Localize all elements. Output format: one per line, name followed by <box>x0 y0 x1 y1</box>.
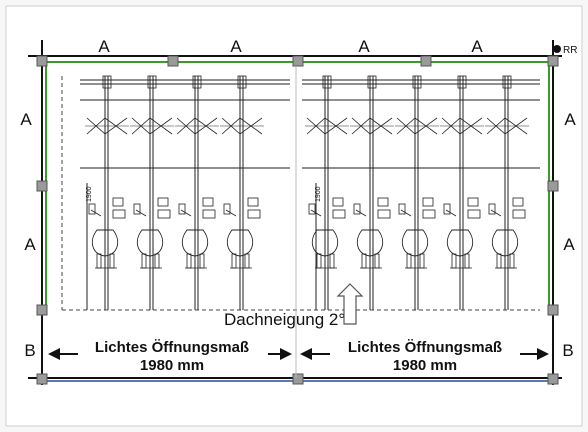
height-mark-right: 1900 <box>315 186 322 202</box>
left-label-a-1: A <box>20 110 32 129</box>
right-label-b: B <box>562 341 573 360</box>
opening-left-value: 1980 mm <box>140 357 204 374</box>
roof-pitch-label: Dachneigung 2° <box>224 310 345 329</box>
top-label-a-4: A <box>471 37 483 56</box>
opening-left-label: Lichtes Öffnungsmaß <box>95 339 249 356</box>
corner-dot <box>553 45 561 53</box>
corner-mark-label: RR <box>563 45 577 56</box>
dashed-boundary <box>61 76 540 311</box>
bike-racks <box>80 75 540 310</box>
left-label-a-2: A <box>24 235 36 254</box>
top-label-a-3: A <box>358 37 370 56</box>
top-label-a-1: A <box>98 37 110 56</box>
opening-right-value: 1980 mm <box>393 357 457 374</box>
up-arrow-icon <box>336 283 364 325</box>
top-label-a-2: A <box>230 37 242 56</box>
opening-right-label: Lichtes Öffnungsmaß <box>348 339 502 356</box>
posts <box>36 55 559 385</box>
height-mark-left: 1900 <box>86 186 93 202</box>
right-label-a-1: A <box>564 110 576 129</box>
left-label-b: B <box>24 341 35 360</box>
right-label-a-2: A <box>563 235 575 254</box>
